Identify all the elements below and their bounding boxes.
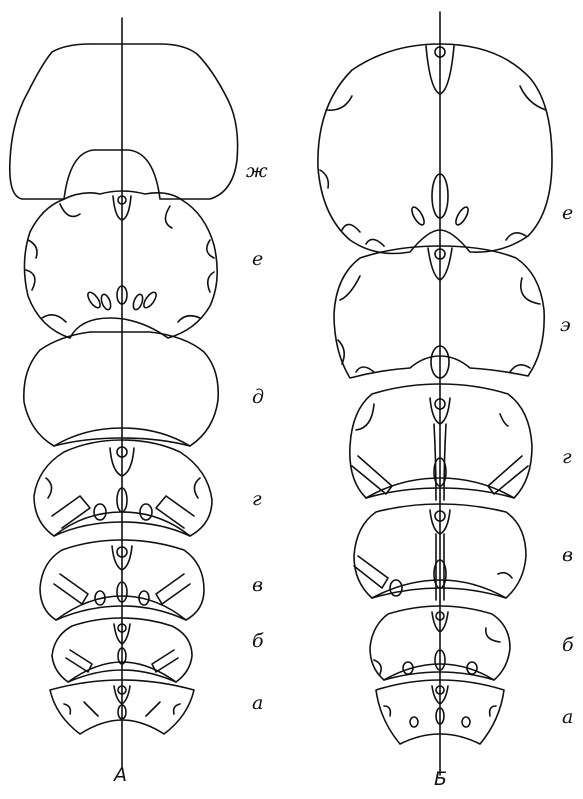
- stage-label-a-d: д: [252, 388, 264, 407]
- segment-b-e: [318, 44, 552, 254]
- segment-b-g: [350, 384, 532, 500]
- column-label-a: А: [114, 766, 127, 785]
- column-b-drawing: [318, 12, 552, 775]
- segment-b-eh: [334, 246, 544, 378]
- stage-label-a-e: е: [252, 250, 263, 269]
- stage-label-a-zh: ж: [246, 162, 268, 181]
- segment-a-d: [24, 332, 218, 446]
- stage-label-b-g: г: [562, 448, 572, 467]
- stage-label-a-b: б: [252, 632, 264, 651]
- stage-label-b-e: е: [562, 204, 573, 223]
- stage-label-a-g: г: [252, 490, 262, 509]
- column-a-drawing: [10, 18, 238, 768]
- column-label-b: Б: [434, 770, 447, 789]
- stage-label-a-a: а: [252, 694, 263, 713]
- stage-label-b-eh: э: [560, 316, 571, 335]
- stage-label-a-v: в: [252, 576, 263, 595]
- segment-a-zh: [10, 44, 238, 199]
- stage-label-b-a: а: [562, 708, 573, 727]
- stage-label-b-b: б: [562, 636, 574, 655]
- segment-a-g: [34, 440, 212, 536]
- stage-label-b-v: в: [562, 546, 573, 565]
- segment-a-e: [24, 191, 217, 338]
